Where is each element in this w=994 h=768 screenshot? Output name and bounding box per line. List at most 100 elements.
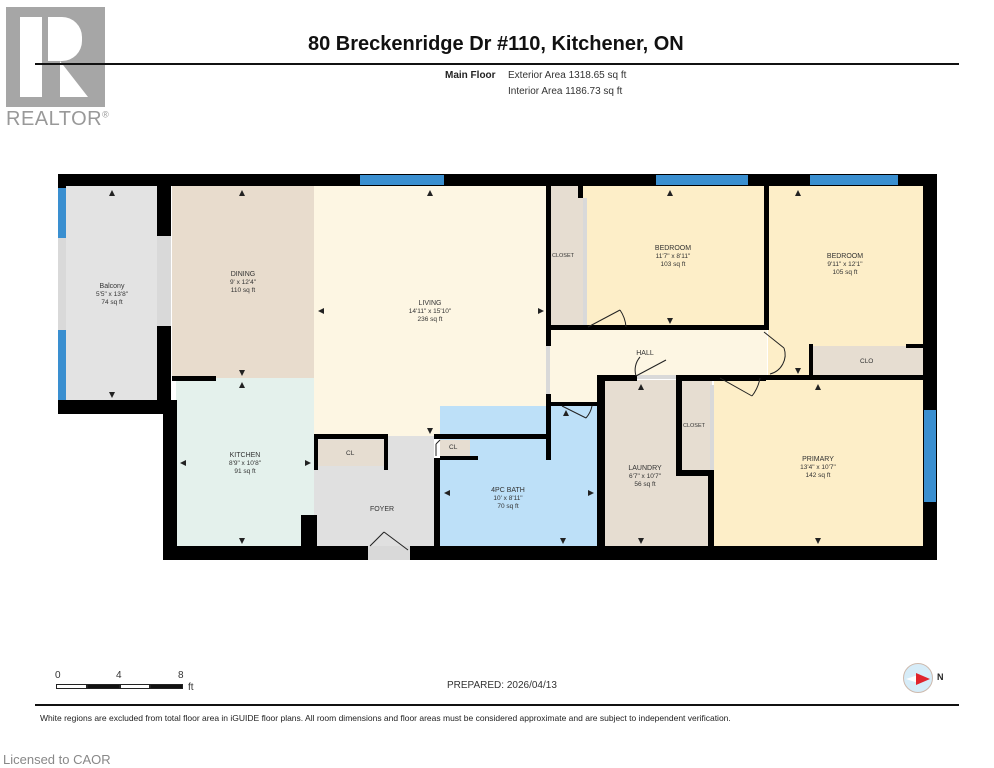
dim-arrow-icon [667, 318, 673, 324]
window-balcony-top [58, 188, 66, 238]
compass-label: N [937, 672, 944, 682]
compass-icon [903, 663, 933, 693]
dim-arrow-icon [795, 190, 801, 196]
wall-bedrooms-divider [764, 186, 769, 330]
disclaimer-text: White regions are excluded from total fl… [40, 713, 731, 723]
wall-dining-kitchen [172, 376, 216, 381]
label-bedroom-2: BEDROOM 9'11" x 12'1" 105 sq ft [826, 253, 864, 276]
room-closet-primary [682, 380, 712, 472]
scale-tick-0: 0 [55, 670, 61, 681]
floor-label: Main Floor [445, 70, 496, 81]
dim-arrow-icon [109, 392, 115, 398]
dim-arrow-icon [667, 190, 673, 196]
label-cl-bath: CL [449, 444, 458, 451]
wall-balcony-bottom [58, 400, 164, 414]
scale-tick-8: 8 [178, 670, 184, 681]
room-hall-extension [549, 376, 599, 406]
wall-cl-right [384, 434, 388, 470]
label-cl-foyer: CL [346, 450, 355, 457]
door-balcony-slider [157, 236, 171, 326]
label-bath: 4PC BATH 10' x 8'11" 70 sq ft [491, 487, 525, 510]
wall-bath-top [550, 402, 597, 406]
room-balcony [65, 186, 157, 400]
dim-arrow-icon [560, 538, 566, 544]
scale-bar-segment [120, 684, 150, 689]
scale-unit: ft [188, 682, 194, 693]
opening-living-hall [546, 346, 550, 394]
wall-living-bottom [434, 434, 550, 439]
wall-bottom-left [163, 546, 368, 560]
dim-arrow-icon [444, 490, 450, 496]
wall-foyer-bath [434, 458, 440, 548]
wall-living-right-lower [546, 394, 551, 460]
wall-clo-post [906, 344, 923, 348]
dim-arrow-icon [180, 460, 186, 466]
scale-bar-segment [150, 684, 183, 689]
door-closet-primary [710, 385, 714, 470]
room-cl-foyer [318, 440, 384, 466]
dim-arrow-icon [239, 382, 245, 388]
wall-bedroom2-bottom [765, 375, 923, 380]
wall-laundry-primary [708, 470, 714, 548]
compass-needle-north [916, 673, 930, 685]
label-bedroom-1: BEDROOM 11'7" x 8'11" 103 sq ft [654, 245, 692, 268]
label-laundry: LAUNDRY 6'7" x 10'7" 56 sq ft [628, 465, 662, 488]
wall-clo-left [809, 344, 813, 378]
room-closet-bedroom1 [550, 186, 583, 327]
dim-arrow-icon [638, 384, 644, 390]
wall-closet-post [578, 186, 583, 198]
label-closet-primary: CLOSET [683, 423, 706, 429]
wall-bottom-right [410, 546, 937, 560]
label-hall: HALL [636, 350, 654, 357]
dim-arrow-icon [795, 368, 801, 374]
room-primary [714, 380, 923, 546]
dim-arrow-icon [588, 490, 594, 496]
wall-bath-laundry [597, 375, 605, 547]
label-kitchen: KITCHEN 8'9" x 10'8" 91 sq ft [228, 452, 262, 475]
realtor-logo-r-leg [60, 61, 88, 97]
room-living [314, 186, 547, 436]
room-kitchen [176, 378, 314, 546]
realtor-logo-r-bowl [48, 17, 82, 61]
header-divider [35, 63, 959, 65]
door-entry [368, 546, 410, 560]
wall-cl-left [314, 434, 318, 470]
door-laundry [637, 375, 676, 379]
wall-balcony-right-bottom [157, 326, 171, 414]
door-closet-bedroom1 [583, 198, 587, 325]
interior-area: Interior Area 1186.73 sq ft [508, 86, 623, 97]
dim-arrow-icon [427, 190, 433, 196]
dim-arrow-icon [815, 538, 821, 544]
wall-bedroom1-bottom [550, 325, 766, 330]
dim-arrow-icon [318, 308, 324, 314]
dim-arrow-icon [815, 384, 821, 390]
wall-living-right [546, 186, 551, 346]
window-primary [924, 410, 936, 502]
prepared-date: PREPARED: 2026/04/13 [447, 680, 557, 691]
license-watermark: Licensed to CAOR [3, 752, 111, 767]
dim-arrow-icon [109, 190, 115, 196]
label-primary: PRIMARY 13'4" x 10'7" 142 sq ft [800, 456, 836, 479]
dim-arrow-icon [427, 428, 433, 434]
realtor-logo-text: REALTOR® [6, 108, 110, 130]
wall-balcony-right-top [157, 186, 171, 236]
dim-arrow-icon [239, 370, 245, 376]
realtor-logo-r-stem [20, 17, 42, 97]
room-bath [440, 406, 597, 546]
label-living: LIVING 14'11" x 15'10" 236 sq ft [408, 300, 452, 323]
window-living [360, 175, 444, 185]
label-foyer: FOYER [369, 506, 395, 513]
wall-closet-bottom [676, 470, 714, 476]
wall-kitchen-left [163, 400, 177, 560]
dim-arrow-icon [239, 538, 245, 544]
room-bedroom-1 [583, 186, 764, 327]
wall-cl-bath-bottom [440, 456, 478, 460]
room-clo-bedroom2 [813, 346, 923, 376]
window-bedroom-2 [810, 175, 898, 185]
wall-cl-top [314, 434, 386, 439]
dim-arrow-icon [638, 538, 644, 544]
scale-bar-segment [87, 684, 120, 689]
dim-arrow-icon [305, 460, 311, 466]
room-hall [549, 330, 767, 376]
footer-divider [35, 704, 959, 706]
